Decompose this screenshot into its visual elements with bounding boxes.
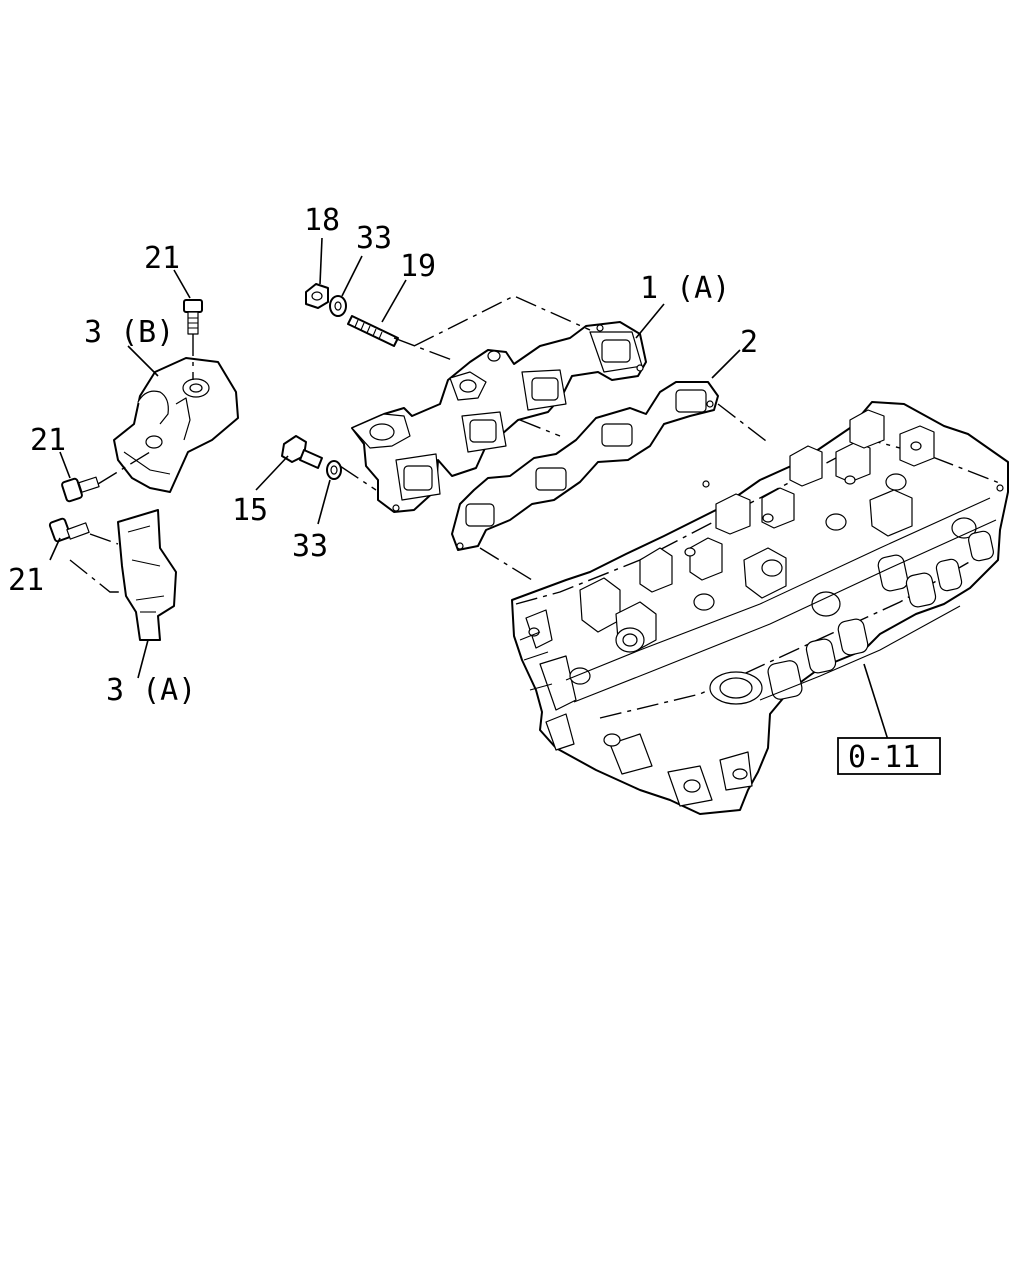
heat-shield-lower — [117, 509, 177, 641]
exhaust-manifold — [351, 321, 647, 513]
callout-21-middle: 21 — [30, 423, 66, 458]
callout-21-top: 21 — [144, 241, 180, 276]
washer-33-bottom — [326, 460, 342, 480]
washer-33-top — [329, 295, 347, 317]
bolt-21-top — [183, 299, 203, 335]
bolt-21-middle — [61, 476, 100, 503]
callout-3a: 3 (A) — [106, 673, 196, 708]
reference-box — [837, 737, 941, 775]
callout-33-top: 33 — [356, 221, 392, 256]
reference-label: 0-11 — [848, 740, 920, 775]
callout-33-bottom: 33 — [292, 529, 328, 564]
callout-3b: 3 (B) — [84, 315, 174, 350]
heat-shield-upper — [113, 357, 239, 493]
cylinder-head — [511, 401, 1009, 815]
bolt-21-low — [48, 517, 90, 543]
callout-18: 18 — [304, 203, 340, 238]
callout-1a: 1 (A) — [640, 271, 730, 306]
nut-18 — [305, 283, 329, 309]
manifold-gasket — [451, 381, 719, 551]
front-end-detail — [519, 609, 753, 807]
callout-2: 2 — [740, 325, 758, 360]
callout-15: 15 — [232, 493, 268, 528]
callout-19: 19 — [400, 249, 436, 284]
callout-21-low: 21 — [8, 563, 44, 598]
exhaust-ports — [767, 530, 994, 700]
bolt-15 — [281, 435, 323, 469]
stud-19 — [347, 315, 399, 347]
